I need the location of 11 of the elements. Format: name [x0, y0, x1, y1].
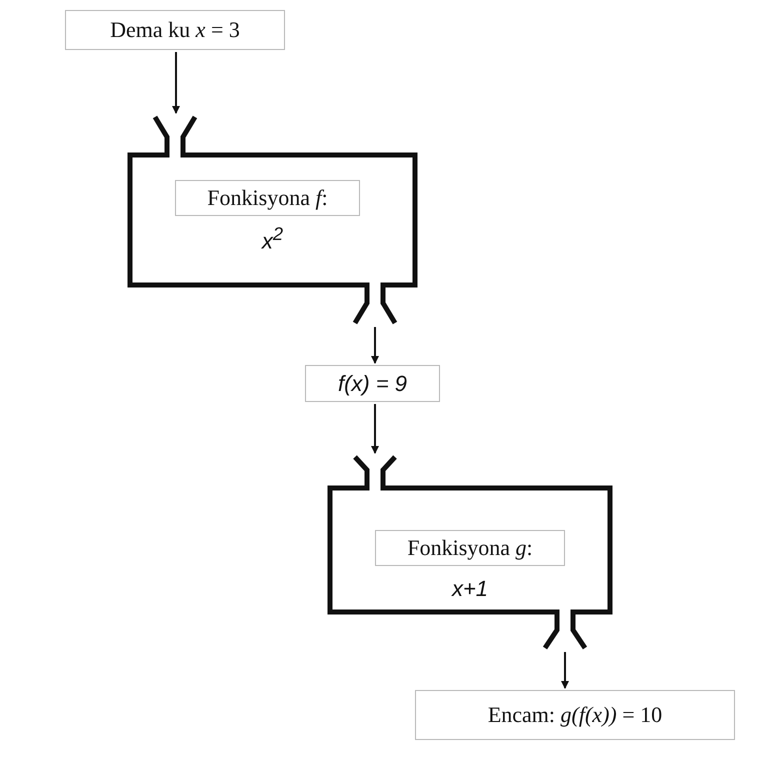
- arrow: [172, 52, 180, 114]
- function-label: Fonkisyona g:: [375, 530, 565, 566]
- function-label: Fonkisyona f:: [175, 180, 360, 216]
- value-box: Dema ku x = 3: [65, 10, 285, 50]
- value-box: f(x) = 9: [305, 365, 440, 402]
- formula-text: x+1: [450, 576, 490, 602]
- value-box: Encam: g(f(x)) = 10: [415, 690, 735, 740]
- arrow: [371, 327, 379, 364]
- arrow: [371, 404, 379, 454]
- arrow: [561, 652, 569, 689]
- formula-text: x$^{2}$: [260, 223, 284, 254]
